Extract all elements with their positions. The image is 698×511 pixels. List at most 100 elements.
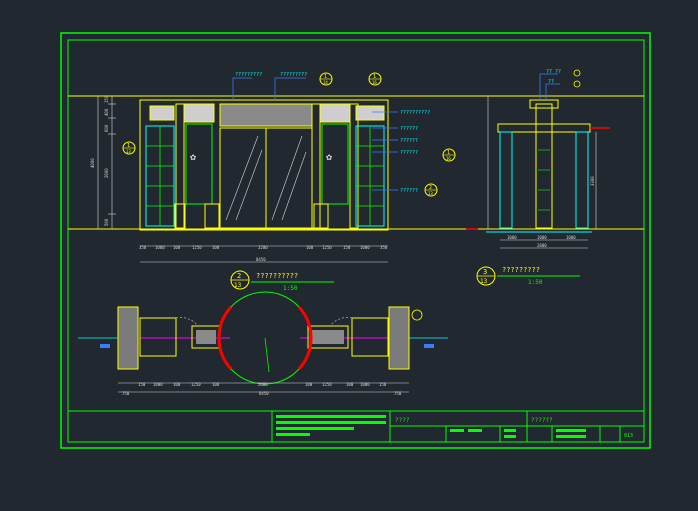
section-number: 3 bbox=[483, 268, 487, 276]
dim-text: 150 bbox=[343, 245, 351, 250]
dim-text: 150 bbox=[104, 95, 109, 103]
plan-right-wall bbox=[388, 306, 410, 370]
plan-swing-arc bbox=[329, 317, 353, 327]
side-right-post bbox=[575, 131, 589, 229]
left-pillar-base bbox=[174, 203, 186, 229]
callout-bubble: 1 16 bbox=[442, 148, 456, 162]
plan-right-cabinet bbox=[351, 317, 389, 357]
title-block: ???? ?????? 013 bbox=[67, 410, 645, 443]
field-fill bbox=[556, 429, 586, 432]
logo-bar bbox=[276, 433, 310, 436]
dim-text: 500 bbox=[104, 218, 109, 226]
side-note-2: ?? bbox=[548, 79, 554, 85]
left-pillar bbox=[175, 103, 185, 229]
dim-text: 400 bbox=[104, 108, 109, 116]
side-bottom-dims bbox=[500, 239, 588, 249]
note-top-2: ????????? bbox=[280, 72, 307, 78]
side-leaders bbox=[539, 73, 560, 100]
dim-text: 100 bbox=[305, 382, 313, 387]
side-center-post bbox=[535, 103, 553, 229]
callout-sheet: 16 bbox=[372, 80, 377, 85]
section-number: 2 bbox=[237, 272, 241, 280]
dim-text: 1000 bbox=[155, 245, 165, 250]
logo-bar bbox=[276, 415, 386, 418]
section-sheet: 13 bbox=[480, 278, 488, 285]
dim-text: 150 bbox=[138, 382, 146, 387]
drawing-label: ?????? bbox=[531, 417, 553, 424]
section-sheet: 13 bbox=[234, 282, 242, 289]
field-fill bbox=[504, 435, 516, 438]
note-right-4: ?????? bbox=[400, 150, 418, 156]
side-callout-icon bbox=[573, 80, 581, 88]
right-niche bbox=[321, 123, 349, 205]
dim-text: 1000 bbox=[507, 235, 517, 240]
dim-text: 1000 bbox=[537, 235, 547, 240]
dim-text: 2600 bbox=[258, 382, 268, 387]
note-right-1: ?????????? bbox=[400, 110, 430, 116]
side-section-label: 3 13 ????????? 1:50 bbox=[476, 266, 580, 286]
dim-text: 3300 bbox=[590, 176, 595, 186]
glass-reflection bbox=[271, 135, 303, 221]
left-niche-top bbox=[183, 103, 215, 123]
dim-text: 1250 bbox=[191, 382, 201, 387]
dim-text: 2600 bbox=[104, 168, 109, 178]
dim-text: 750 bbox=[394, 391, 402, 396]
plan-bottom-dims bbox=[118, 382, 409, 393]
right-niche-top bbox=[319, 103, 351, 123]
left-niche-base bbox=[204, 203, 220, 229]
plan-door-swing bbox=[264, 337, 270, 373]
top-right-panel bbox=[355, 105, 385, 121]
glass-reflection bbox=[235, 149, 263, 221]
callout-sheet: 14 bbox=[323, 80, 328, 85]
leader-line bbox=[539, 73, 558, 100]
dim-text: 150 bbox=[379, 382, 387, 387]
side-note-1: ?? ?? bbox=[546, 69, 561, 75]
project-label: ???? bbox=[395, 417, 410, 424]
dim-total: 8450 bbox=[256, 257, 266, 262]
callout-number: 1 bbox=[324, 74, 327, 80]
dim-text: 100 bbox=[212, 245, 220, 250]
dim-text: 3200 bbox=[258, 245, 268, 250]
elevation-left-dims bbox=[97, 96, 116, 229]
plan-callout-icon bbox=[411, 309, 423, 321]
header-band bbox=[219, 103, 313, 127]
right-ornament-icon: ✿ bbox=[326, 152, 332, 163]
plan-blue-marker bbox=[100, 344, 110, 348]
plan-right-unit-fill bbox=[312, 330, 344, 344]
plan-blue-marker bbox=[424, 344, 434, 348]
dim-text: 100 bbox=[346, 382, 354, 387]
dim-text: 1000 bbox=[153, 382, 163, 387]
plan-section-label: 2 13 ?????????? 1:50 bbox=[230, 270, 334, 292]
dim-text: 1000 bbox=[360, 245, 370, 250]
callout-number: 1 bbox=[373, 74, 376, 80]
section-scale: 1:50 bbox=[283, 285, 298, 292]
outer-frame bbox=[60, 32, 651, 449]
side-callout-icon bbox=[573, 69, 581, 77]
side-section bbox=[466, 99, 610, 233]
callout-bubble: 1 14 bbox=[319, 72, 333, 86]
section-title: ????????? bbox=[502, 266, 540, 274]
note-right-5: ?????? bbox=[400, 188, 418, 194]
logo-bar bbox=[276, 427, 354, 430]
callout-number: 1 bbox=[127, 143, 130, 149]
dim-text: 100 bbox=[173, 245, 181, 250]
right-pillar bbox=[311, 103, 321, 229]
callout-bubble: 1 13 bbox=[122, 141, 136, 155]
side-left-post bbox=[499, 131, 513, 229]
dim-total: 2800 bbox=[537, 243, 547, 248]
elevation-outline bbox=[139, 99, 389, 231]
leader-line bbox=[232, 77, 252, 100]
dim-total: 8450 bbox=[259, 391, 269, 396]
left-ornament-icon: ✿ bbox=[190, 152, 196, 163]
plan-red-arc bbox=[217, 305, 233, 371]
plan-left-unit-fill bbox=[196, 330, 216, 344]
field-fill bbox=[504, 429, 516, 432]
right-niche-base bbox=[313, 203, 329, 229]
note-right-2: ?????? bbox=[400, 126, 418, 132]
leader-line bbox=[545, 83, 560, 100]
plan-right-unit bbox=[307, 325, 349, 349]
dim-text: 600 bbox=[104, 124, 109, 132]
dim-text: 350 bbox=[139, 245, 147, 250]
left-niche bbox=[185, 123, 213, 205]
logo-bar bbox=[276, 421, 386, 424]
